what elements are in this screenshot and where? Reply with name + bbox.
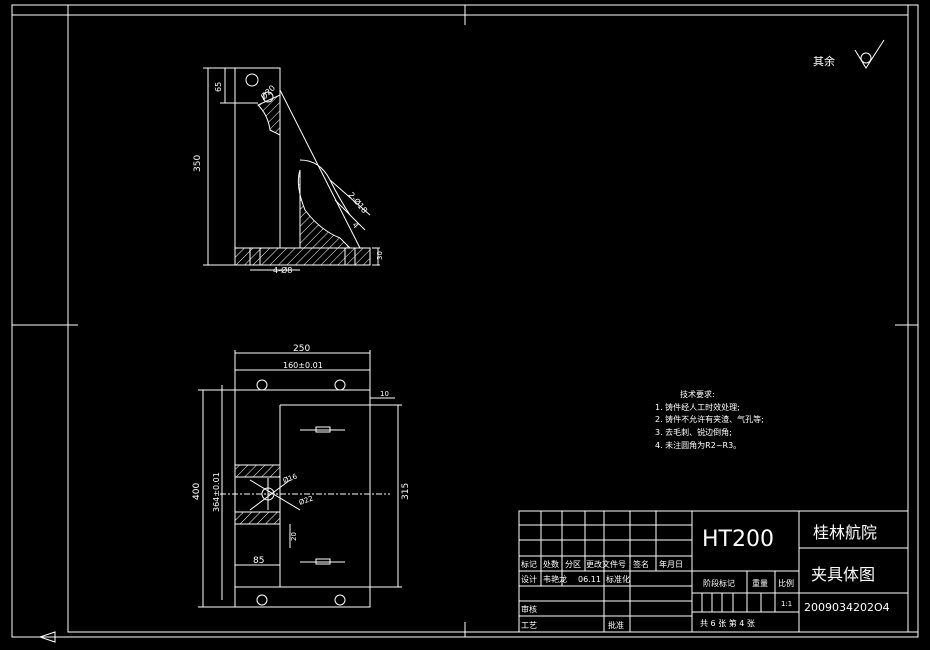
- header-mark: 标记: [521, 559, 537, 569]
- triangle-mark-icon: [12, 631, 56, 643]
- top-view-dimensions: 350 65 Ø20 2-Ø18 4 4-Ø8 30: [193, 82, 384, 275]
- tech-note-2: 2. 铸件不允许有夹渣、气孔等;: [655, 414, 764, 424]
- header-scale: 比例: [778, 578, 794, 588]
- header-count: 处数: [543, 559, 559, 569]
- designer-name: 韦艳龙: [543, 574, 567, 584]
- header-weight: 重量: [752, 578, 768, 588]
- dim-20: 20: [290, 532, 298, 541]
- tech-notes-title: 技术要求:: [680, 389, 715, 399]
- roughness-check-icon: [854, 39, 885, 69]
- bottom-view: [198, 350, 402, 608]
- header-standardize: 标准化: [606, 574, 630, 584]
- dim-10: 10: [380, 390, 389, 398]
- dim-250: 250: [293, 344, 310, 354]
- roughness-symbol: 其余: [813, 39, 885, 69]
- sheet-count: 共 6 张 第 4 张: [700, 618, 755, 628]
- dim-85: 85: [253, 556, 264, 566]
- header-signature: 签名: [633, 559, 649, 569]
- title-block: HT200 桂林航院 夹具体图 2009034202O4 标记 处数 分区 更改…: [521, 523, 890, 630]
- dim-bolt-holes: 4-Ø8: [273, 265, 292, 275]
- dim-slot-width: 4: [350, 221, 360, 231]
- bottom-view-dimensions: 250 160±0.01 400 364±0.01 315 10 85 20 Ø…: [192, 344, 411, 566]
- header-zone: 分区: [565, 560, 581, 569]
- scale-value: 1:1: [781, 600, 792, 608]
- title-block-grid: [518, 510, 909, 633]
- dim-hole-22: Ø22: [298, 494, 314, 506]
- dim-350: 350: [193, 155, 203, 172]
- roughness-label: 其余: [813, 54, 835, 68]
- tech-note-1: 1. 铸件经人工时效处理;: [655, 402, 740, 412]
- header-process: 工艺: [521, 621, 537, 630]
- drawing-border: [11, 4, 919, 638]
- material-label: HT200: [702, 527, 774, 552]
- design-date: 06.11: [578, 575, 601, 584]
- tech-note-4: 4. 未注圆角为R2~R3。: [655, 440, 741, 450]
- drawing-number: 2009034202O4: [804, 601, 890, 614]
- dim-65: 65: [214, 82, 223, 92]
- header-approve: 批准: [608, 620, 624, 630]
- header-review: 审核: [521, 604, 537, 614]
- top-view: [203, 67, 380, 271]
- dim-base-thick: 30: [376, 251, 384, 260]
- technical-notes: 技术要求: 1. 铸件经人工时效处理; 2. 铸件不允许有夹渣、气孔等; 3. …: [655, 389, 764, 450]
- dim-364: 364±0.01: [212, 472, 221, 512]
- tech-note-3: 3. 去毛刺、锐边倒角;: [655, 427, 732, 437]
- header-date: 年月日: [659, 559, 683, 569]
- dim-315: 315: [401, 483, 411, 500]
- dim-slot-dia: 2-Ø18: [346, 190, 369, 215]
- dim-400: 400: [192, 483, 202, 500]
- header-design: 设计: [521, 574, 537, 584]
- header-stage-mark: 阶段标记: [703, 578, 735, 588]
- dim-hole-16: Ø16: [282, 472, 299, 485]
- header-change-doc: 更改文件号: [586, 559, 626, 569]
- dim-hole-spacing: 160±0.01: [283, 361, 323, 370]
- school-label: 桂林航院: [813, 523, 877, 542]
- drawing-name: 夹具体图: [811, 565, 875, 584]
